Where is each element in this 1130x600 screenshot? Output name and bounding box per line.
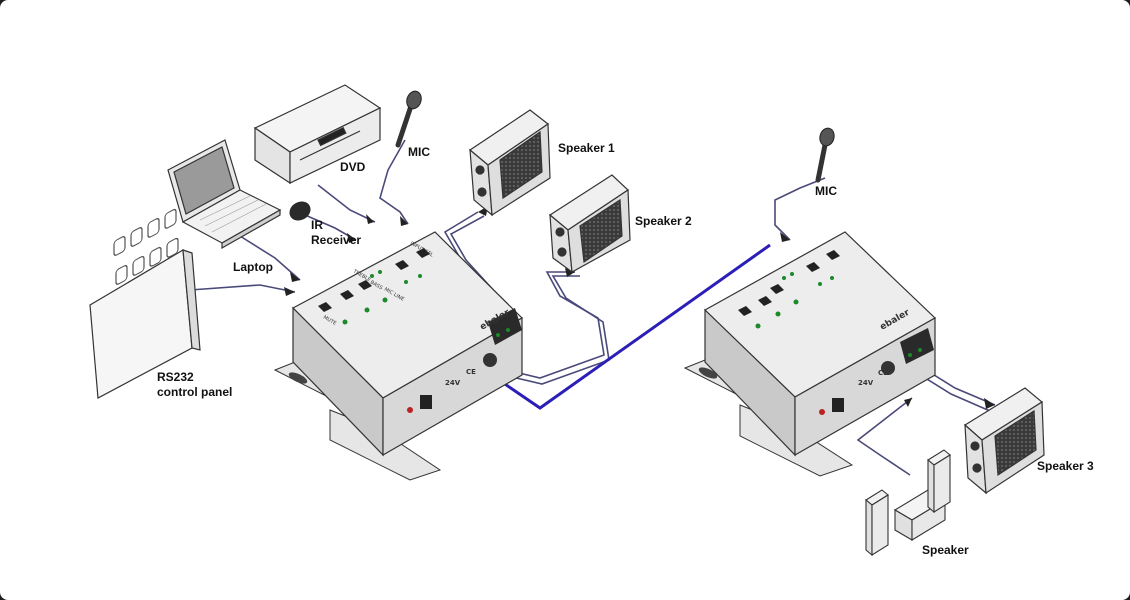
- amplifier-right: ebaler 24V CE: [683, 231, 936, 477]
- mic-left-icon: [395, 90, 422, 148]
- label-speaker-1: Speaker 1: [558, 141, 615, 155]
- amp-right-power-label: 24V: [858, 379, 874, 387]
- label-rs232: RS232 control panel: [157, 370, 233, 399]
- ir-receiver-icon: [289, 201, 311, 221]
- mic-right-icon: [815, 127, 835, 183]
- cable-speaker-small: [856, 397, 913, 476]
- label-speaker-3: Speaker 3: [1037, 459, 1094, 473]
- laptop-icon: [167, 139, 282, 250]
- cable-laptop: [239, 235, 301, 281]
- label-speaker-2: Speaker 2: [635, 214, 692, 228]
- label-speaker: Speaker: [922, 543, 969, 557]
- amplifier-left: ebaler MUTE TREBLE BASS MIC LINE INPUT S…: [273, 231, 523, 481]
- amp-left-ce-label: CE: [466, 368, 476, 376]
- amp-right-ce-label: CE: [878, 369, 888, 377]
- cable-dvd: [317, 184, 376, 223]
- speaker-1-icon: [468, 109, 551, 217]
- speaker-3-icon: [963, 387, 1045, 495]
- label-ir-receiver: IR Receiver: [311, 218, 362, 247]
- rs232-panel-icon: [89, 208, 201, 399]
- label-laptop: Laptop: [233, 260, 273, 274]
- label-mic-right: MIC: [815, 184, 837, 198]
- label-dvd: DVD: [340, 160, 366, 174]
- amp-left-power-label: 24V: [445, 379, 461, 387]
- cable-speaker2-b: [511, 275, 610, 385]
- arrowheads: [284, 206, 995, 409]
- cable-mic-right: [774, 177, 826, 241]
- speaker-small-icon: [865, 449, 951, 557]
- speaker-2-icon: [548, 174, 631, 274]
- cable-rs232: [189, 284, 296, 293]
- cable-mic-left: [379, 139, 409, 225]
- amp-left-bass-label: BASS: [369, 280, 383, 292]
- link-cable: [495, 243, 771, 410]
- dvd-player: [253, 84, 382, 185]
- label-mic-left: MIC: [408, 145, 430, 159]
